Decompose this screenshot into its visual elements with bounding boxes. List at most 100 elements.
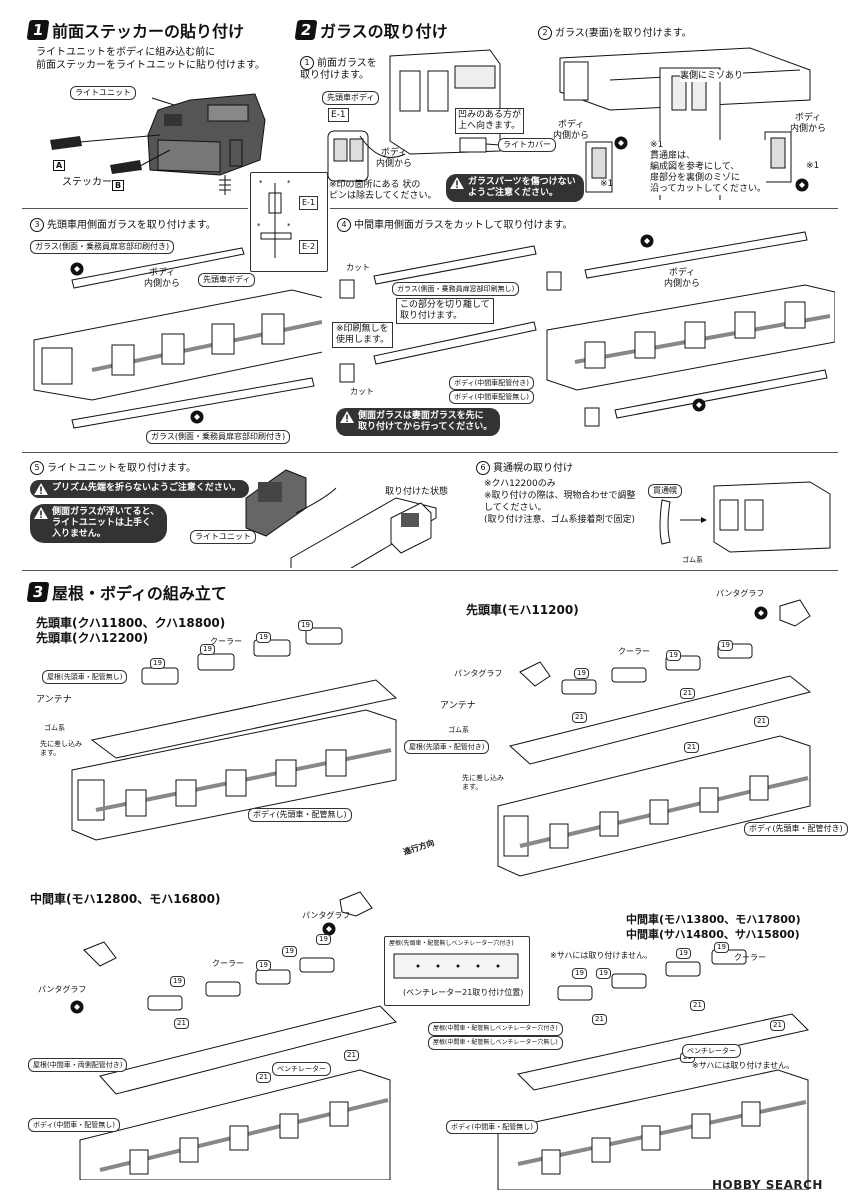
glue-label: ゴム系: [682, 556, 703, 564]
step-number: 5: [30, 461, 44, 475]
star-1a: ※1: [600, 179, 614, 189]
prism-caution: プリズム先端を折らないようご注意ください。: [30, 480, 249, 498]
pantograph-label: パンタグラフ: [38, 985, 87, 994]
step-number: 3: [30, 218, 44, 232]
rotate-icon: [70, 1000, 84, 1014]
body-mid-nopipe-label: ボディ(中間車配管無し): [449, 390, 534, 404]
vent-position-caption: (ベンチレーター21取り付け位置): [403, 988, 524, 997]
lead-pantograph-illustration: [497, 599, 812, 877]
part-21-label: 21: [770, 1020, 785, 1031]
sticker-a-marker: A: [53, 160, 66, 171]
svg-text:*: *: [287, 222, 291, 230]
inside-label-2: ボディ 内側から: [553, 120, 590, 141]
part-21-label: 21: [680, 688, 695, 699]
part-19-label: 19: [316, 934, 331, 945]
section-number: 3: [26, 582, 50, 602]
glass-caution: ガラスパーツを傷つけない ようご注意ください。: [446, 174, 584, 202]
side-glass-fit-caution: 側面ガラスが浮いてると、 ライトユニットは上手く 入りません。: [30, 504, 168, 543]
lead-body-label: 先頭車ボディ: [198, 273, 256, 287]
part-21-label: 21: [690, 1000, 705, 1011]
part-19-label: 19: [596, 968, 611, 979]
mid-roof-body-illustration: [79, 891, 397, 1180]
lead-side-glass-illustration: [33, 247, 322, 429]
rotate-icon: [795, 178, 809, 192]
pantograph-label: パンタグラフ: [454, 669, 503, 678]
sticker-b-marker: B: [112, 180, 125, 191]
part-19-label: 19: [718, 640, 733, 651]
step-text: 前面ガラスを 取り付けます。: [300, 58, 377, 81]
side-glass-caution: 側面ガラスは妻面ガラスを先に 取り付けてから行ってください。: [336, 408, 501, 436]
through-door-note: ※1 貫通扉は、 編成図を参考にして、 扉部分を裏側のミゾに 沿ってカットしてく…: [650, 140, 767, 195]
light-unit-label: ライトユニット: [70, 86, 136, 100]
part-19-label: 19: [200, 644, 215, 655]
section-title: ガラスの取り付け: [320, 22, 448, 41]
part-19-label: 19: [256, 960, 271, 971]
lead-left-title: 先頭車(クハ11800、クハ18800) 先頭車(クハ12200): [36, 616, 226, 645]
warning-icon: [450, 177, 464, 189]
unprinted-note: ※印刷無しを 使用します。: [332, 322, 394, 348]
light-unit-sticker-illustration: [50, 93, 266, 195]
glass-printed-label-2: ガラス(側面・乗務員扉窓部印刷付き): [146, 430, 291, 444]
installed-label: 取り付けた状態: [385, 487, 449, 497]
warning-icon: [34, 507, 48, 519]
divider: [330, 208, 838, 209]
roof-mid-nopipe-vent-label: 屋根(中間車・配管無しベンチレーター穴付き): [428, 1022, 563, 1036]
ventilator-label: ベンチレーター: [272, 1062, 331, 1076]
step-number: 6: [476, 461, 490, 475]
svg-text:*: *: [259, 179, 263, 187]
svg-text:*: *: [257, 222, 261, 230]
body-mid-nopipe-label: ボディ(中間車・配管無し): [28, 1118, 120, 1132]
lead-right-title: 先頭車(モハ11200): [466, 603, 579, 617]
glass-printed-label: ガラス(側面・乗務員扉窓部印刷付き): [30, 240, 175, 254]
section-title: 屋根・ボディの組み立て: [52, 584, 227, 603]
recess-note: 凹みのある方が 上へ向きます。: [455, 108, 525, 134]
part-19-label: 19: [256, 632, 271, 643]
saha-note-2: ※サハには取り付けません。: [692, 1061, 795, 1070]
part-19-label: 19: [676, 948, 691, 959]
part-19-label: 19: [170, 976, 185, 987]
step-text: 貫通幌の取り付け: [493, 463, 573, 474]
roof-mid-nopipe-label: 屋根(中間車・配管無しベンチレーター穴無し): [428, 1036, 563, 1050]
roof-lead-pipe-label: 屋根(先頭車・配管付き): [404, 740, 490, 754]
step-text: ガラス(妻面)を取り付けます。: [555, 28, 692, 39]
groove-note: 裏側にミゾあり: [680, 70, 744, 82]
inside-label: ボディ 内側から: [664, 268, 701, 289]
part-21-label: 21: [344, 1050, 359, 1061]
light-cover-label: ライトカバー: [498, 138, 556, 152]
e1-gate-label: E-1: [299, 196, 319, 210]
mid-nopipe-illustration: [497, 949, 809, 1190]
rotate-icon: [754, 606, 768, 620]
e1-label: E-1: [328, 108, 349, 122]
warning-icon: [34, 483, 48, 495]
mid-glass-cut-illustration: [339, 245, 537, 383]
mid-right-title: 中間車(モハ13800、モハ17800) 中間車(サハ14800、サハ15800…: [626, 913, 801, 941]
cut-label-2: カット: [350, 387, 374, 396]
inside-label: ボディ 内側から: [376, 148, 413, 169]
step-number: 2: [538, 26, 552, 40]
section-number: 1: [26, 20, 50, 40]
inside-label: ボディ 内側から: [144, 268, 181, 289]
part-21-label: 21: [684, 742, 699, 753]
mid-side-glass-illustration: [546, 231, 835, 427]
ventilator-label: ベンチレーター: [682, 1044, 741, 1058]
hood-note: ※クハ12200のみ ※取り付けの際は、現物合わせで調整 してください。 (取り…: [484, 479, 636, 525]
part-19-label: 19: [150, 658, 165, 669]
warning-icon: [340, 411, 354, 423]
section-2-heading: 2 ガラスの取り付け: [294, 18, 448, 42]
rotate-icon: [614, 136, 628, 150]
part-19-label: 19: [298, 620, 313, 631]
watermark: HOBBY SEARCH: [712, 1178, 823, 1192]
part-19-label: 19: [714, 942, 729, 953]
e2-gate-label: E-2: [299, 240, 319, 254]
rotate-icon: [190, 410, 204, 424]
antenna-label: アンテナ: [36, 695, 72, 705]
section-1-heading: 1 前面ステッカーの貼り付け: [26, 18, 244, 42]
step-text: 先頭車用側面ガラスを取り付けます。: [47, 220, 216, 231]
svg-text:*: *: [287, 179, 291, 187]
pantograph-label: パンタグラフ: [302, 911, 351, 920]
glue-label: ゴム系: [448, 726, 469, 734]
cut-note: この部分を切り離して 取り付けます。: [396, 298, 494, 324]
caution-text: 側面ガラスは妻面ガラスを先に 取り付けてから行ってください。: [358, 411, 493, 432]
hood-label: 貫通幌: [648, 484, 682, 498]
